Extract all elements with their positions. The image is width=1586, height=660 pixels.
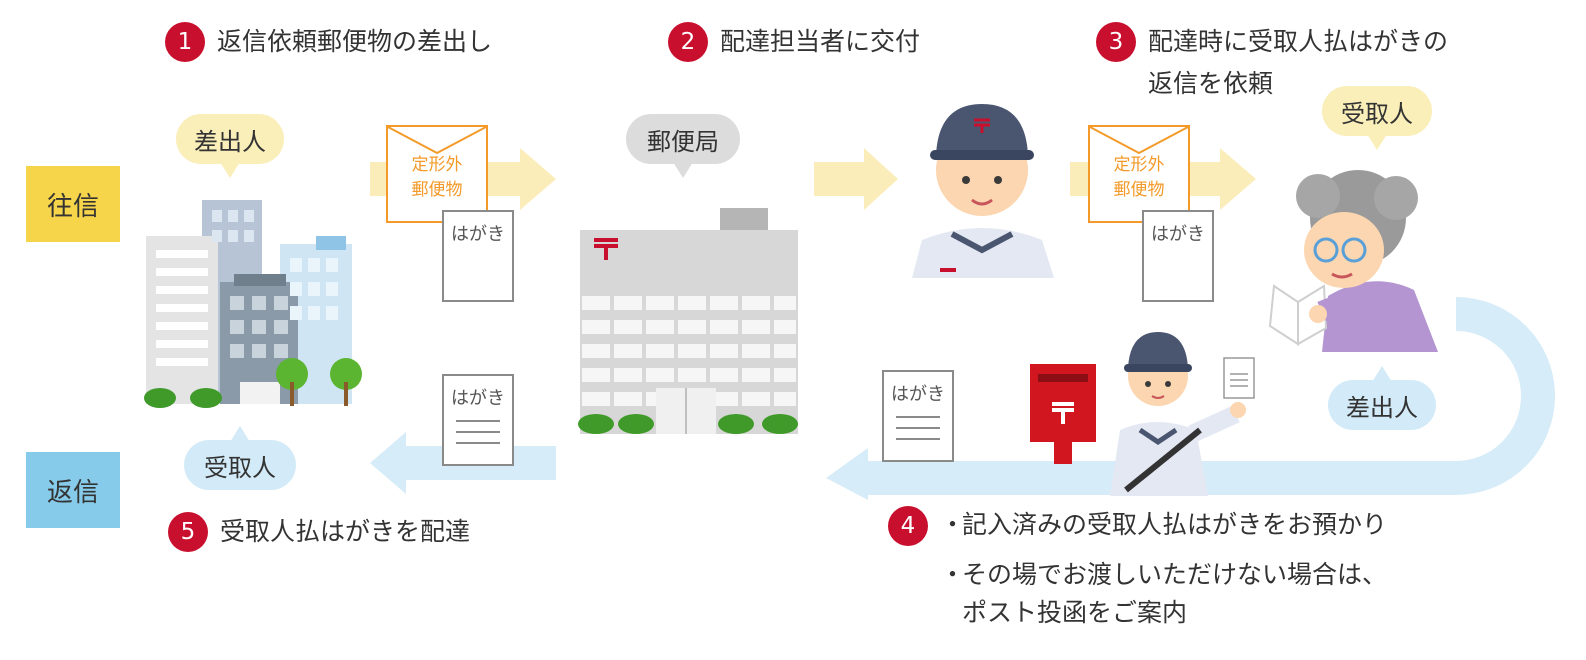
- post-office-illustration: [578, 208, 798, 434]
- step-5-number: 5: [168, 512, 208, 552]
- step-4-bullets: ・記入済みの受取人払はがきをお預かり ・その場でお渡しいただけない場合は、 ポス…: [940, 506, 1387, 632]
- postcard-2: はがき: [1142, 210, 1214, 302]
- step-1-number: 1: [165, 22, 205, 62]
- step-5-text: 受取人払はがきを配達: [220, 517, 471, 546]
- step-4-number: 4: [888, 506, 928, 546]
- step-1-text: 返信依頼郵便物の差出し: [217, 27, 493, 56]
- step-2-text: 配達担当者に交付: [720, 27, 921, 56]
- step-4-bullet-1: ・記入済みの受取人払はがきをお預かり: [940, 510, 1388, 539]
- filled-postcard-1: はがき: [442, 374, 514, 466]
- mail-carrier-illustration: [912, 104, 1054, 278]
- nonstandard-mail-envelope-2: 定形外郵便物: [1088, 125, 1190, 223]
- step-2-number: 2: [668, 22, 708, 62]
- step-3-line2: 返信を依頼: [1148, 69, 1274, 98]
- step-4-bullet-2: ・その場でお渡しいただけない場合は、: [940, 560, 1388, 589]
- step-4-bullet-2-cont: ポスト投函をご案内: [962, 598, 1188, 627]
- reply-row-label: 返信: [26, 452, 120, 528]
- step-3-number: 3: [1096, 22, 1136, 62]
- recipient-bubble-bottom: 受取人: [184, 426, 296, 490]
- nonstandard-mail-envelope-1: 定形外郵便物: [386, 125, 488, 223]
- recipient-bubble-top: 受取人: [1322, 86, 1432, 150]
- post-office-bubble: 郵便局: [626, 114, 740, 178]
- step-3-text: 配達時に受取人払はがきの 返信を依頼: [1148, 22, 1448, 104]
- sender-buildings-illustration: [144, 200, 362, 408]
- reply-curve-arrow: [826, 297, 1555, 500]
- postcard-1: はがき: [442, 210, 514, 302]
- step-3-line1: 配達時に受取人払はがきの: [1148, 27, 1449, 56]
- step-4: 4 ・記入済みの受取人払はがきをお預かり ・その場でお渡しいただけない場合は、 …: [888, 506, 1387, 632]
- filled-postcard-2: はがき: [882, 370, 954, 462]
- post-box-illustration: [1030, 364, 1096, 464]
- outgoing-arrow-2: [814, 148, 898, 210]
- step-5: 5 受取人払はがきを配達: [168, 512, 470, 552]
- step-1: 1 返信依頼郵便物の差出し: [165, 22, 492, 62]
- sender-bubble-bottom: 差出人: [1328, 366, 1436, 430]
- sender-bubble-top: 差出人: [176, 114, 284, 178]
- step-2: 2 配達担当者に交付: [668, 22, 920, 62]
- step-3: 3 配達時に受取人払はがきの 返信を依頼: [1096, 22, 1448, 104]
- mail-carrier-with-postcard-illustration: [1110, 332, 1255, 496]
- outgoing-row-label: 往信: [26, 166, 120, 242]
- recipient-illustration: [1268, 170, 1438, 352]
